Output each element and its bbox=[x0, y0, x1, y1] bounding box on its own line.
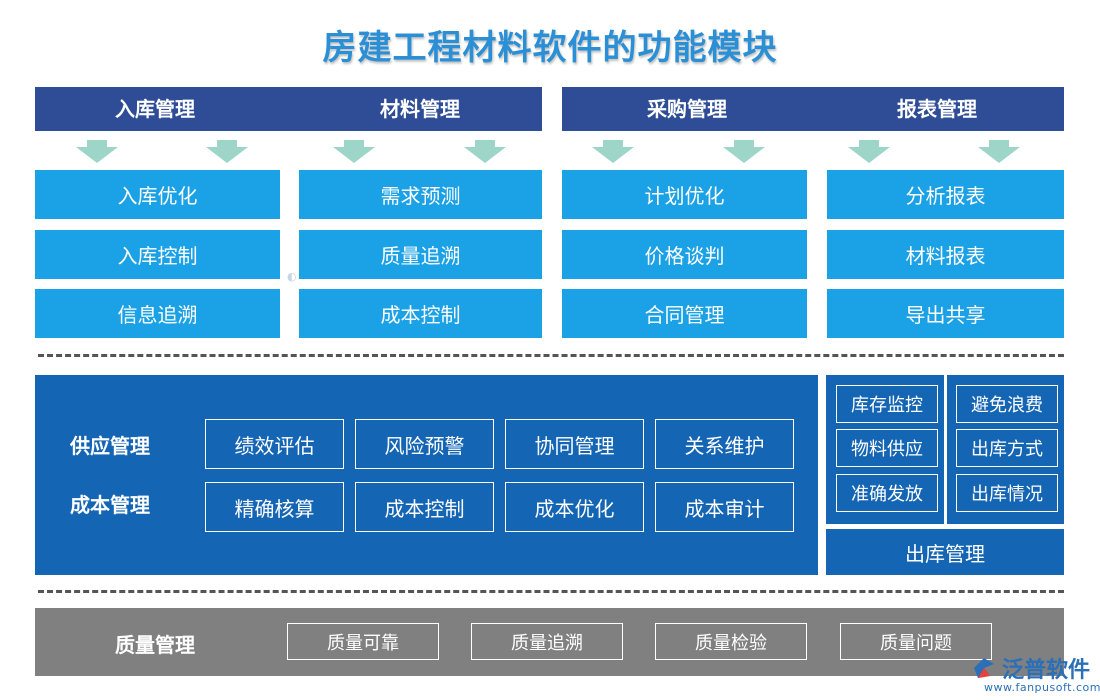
logo-url: www.fanpusoft.com bbox=[984, 681, 1100, 694]
quality-label: 质量管理 bbox=[115, 633, 195, 657]
cell-material-3: 成本控制 bbox=[299, 289, 542, 338]
down-arrow-icon bbox=[464, 147, 506, 163]
cost-label: 成本管理 bbox=[70, 493, 150, 517]
header-bar-right: 采购管理 报表管理 bbox=[562, 87, 1064, 131]
cell-material-2: 质量追溯 bbox=[299, 230, 542, 279]
down-arrow-icon bbox=[592, 147, 634, 163]
arrow-stem bbox=[859, 140, 879, 147]
down-arrow-icon bbox=[978, 147, 1020, 163]
fanpu-logo-icon bbox=[974, 658, 994, 678]
down-arrow-icon bbox=[848, 147, 890, 163]
divider bbox=[38, 354, 1064, 357]
cell-report-2: 材料报表 bbox=[827, 230, 1064, 279]
header-report: 报表管理 bbox=[897, 97, 977, 121]
quality-item-3: 质量检验 bbox=[655, 623, 807, 660]
outbound-separator bbox=[944, 375, 947, 524]
supply-label: 供应管理 bbox=[70, 434, 150, 458]
cost-item-2: 成本控制 bbox=[355, 482, 494, 532]
supply-item-2: 风险预警 bbox=[355, 419, 494, 469]
supply-item-3: 协同管理 bbox=[505, 419, 644, 469]
quality-item-2: 质量追溯 bbox=[471, 623, 623, 660]
watermark-logo-icon: ◐ bbox=[287, 270, 297, 283]
arrow-stem bbox=[344, 140, 364, 147]
cell-purchase-1: 计划优化 bbox=[562, 170, 807, 219]
down-arrow-icon bbox=[333, 147, 375, 163]
cell-report-1: 分析报表 bbox=[827, 170, 1064, 219]
diagram-title: 房建工程材料软件的功能模块 bbox=[322, 28, 778, 68]
down-arrow-icon bbox=[206, 147, 248, 163]
arrow-stem bbox=[217, 140, 237, 147]
arrow-stem bbox=[734, 140, 754, 147]
quality-bar bbox=[35, 608, 1064, 676]
supply-item-4: 关系维护 bbox=[655, 419, 794, 469]
header-bar-left: 入库管理 材料管理 bbox=[35, 87, 542, 131]
arrow-stem bbox=[603, 140, 623, 147]
down-arrow-icon bbox=[76, 147, 118, 163]
cost-item-1: 精确核算 bbox=[205, 482, 344, 532]
cost-item-4: 成本审计 bbox=[655, 482, 794, 532]
quality-item-4: 质量问题 bbox=[840, 623, 992, 660]
outbound-left-2: 物料供应 bbox=[836, 429, 938, 467]
supply-cost-panel bbox=[35, 375, 818, 575]
brand-logo: 泛普软件 www.fanpusoft.com bbox=[970, 650, 1100, 695]
outbound-right-2: 出库方式 bbox=[956, 429, 1058, 467]
cost-item-3: 成本优化 bbox=[505, 482, 644, 532]
cell-inbound-1: 入库优化 bbox=[35, 170, 280, 219]
down-arrow-icon bbox=[723, 147, 765, 163]
cell-material-1: 需求预测 bbox=[299, 170, 542, 219]
supply-item-1: 绩效评估 bbox=[205, 419, 344, 469]
quality-item-1: 质量可靠 bbox=[287, 623, 439, 660]
cell-inbound-2: 入库控制 bbox=[35, 230, 280, 279]
arrow-stem bbox=[87, 140, 107, 147]
cell-purchase-3: 合同管理 bbox=[562, 289, 807, 338]
cell-report-3: 导出共享 bbox=[827, 289, 1064, 338]
arrow-stem bbox=[989, 140, 1009, 147]
divider bbox=[38, 590, 1064, 593]
outbound-left-1: 库存监控 bbox=[836, 385, 938, 423]
outbound-label: 出库管理 bbox=[826, 529, 1064, 575]
logo-name: 泛普软件 bbox=[1002, 658, 1091, 683]
outbound-right-1: 避免浪费 bbox=[956, 385, 1058, 423]
outbound-left-3: 准确发放 bbox=[836, 474, 938, 512]
header-purchase: 采购管理 bbox=[647, 97, 727, 121]
header-inbound: 入库管理 bbox=[115, 97, 195, 121]
header-material: 材料管理 bbox=[380, 97, 460, 121]
cell-inbound-3: 信息追溯 bbox=[35, 289, 280, 338]
cell-purchase-2: 价格谈判 bbox=[562, 230, 807, 279]
outbound-right-3: 出库情况 bbox=[956, 474, 1058, 512]
arrow-stem bbox=[475, 140, 495, 147]
